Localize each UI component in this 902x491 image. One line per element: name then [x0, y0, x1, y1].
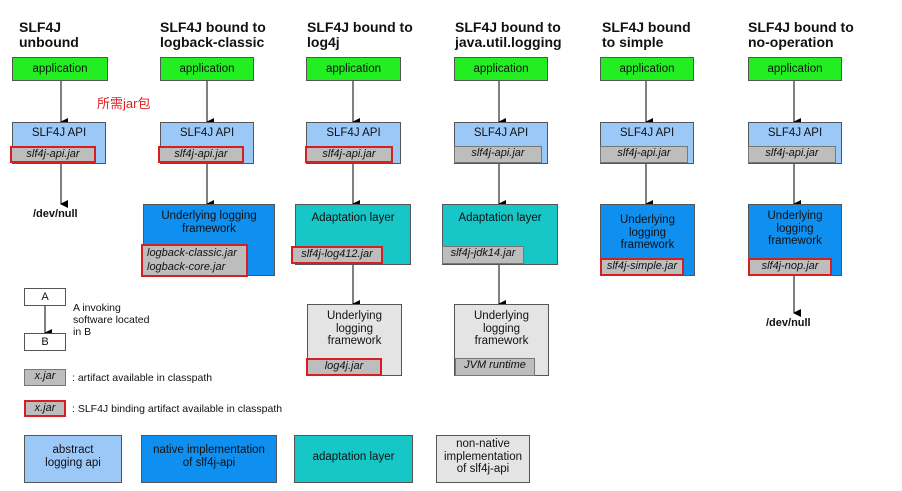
col6-slf4j-api-jar: slf4j-api.jar	[748, 146, 836, 163]
col3-slf4j-api-label: SLF4J API	[326, 127, 381, 139]
col2-slf4j-api-label: SLF4J API	[179, 127, 235, 139]
col3-underlying-framework-label: Underlying logging framework	[327, 310, 382, 347]
required-jars-annotation: 所需jar包	[97, 96, 151, 111]
col6-application-box: application	[748, 57, 842, 81]
col3-adaptation-layer-label: Adaptation layer	[311, 212, 395, 224]
col2-title: SLF4J bound to logback-classic	[160, 19, 266, 50]
col4-adaptation-layer-label: Adaptation layer	[458, 212, 542, 224]
col3-slf4j-api-jar: slf4j-api.jar	[305, 146, 393, 163]
col6-slf4j-api-label: SLF4J API	[767, 127, 823, 139]
col1-slf4j-api-label: SLF4J API	[31, 127, 87, 139]
col4-jvm-runtime: JVM runtime	[455, 358, 535, 376]
col4-application-box: application	[454, 57, 548, 81]
col4-underlying-framework-label: Underlying logging framework	[474, 310, 529, 347]
col5-title: SLF4J bound to simple	[602, 19, 691, 50]
col5-underlying-framework-label: Underlying logging framework	[620, 214, 675, 251]
legend-box-b: B	[24, 333, 66, 351]
col3-slf4j-log412-jar: slf4j-log412.jar	[291, 246, 383, 264]
col4-slf4j-api-label: SLF4J API	[473, 127, 529, 139]
col5-application-box: application	[600, 57, 694, 81]
col1-title: SLF4J unbound	[19, 19, 79, 50]
legend-jar-note: : artifact available in classpath	[72, 372, 213, 384]
legend-abstract-logging-api: abstract logging api	[24, 435, 122, 483]
col3-log4j-jar: log4j.jar	[306, 358, 382, 376]
legend-binding-jar-sample: x.jar	[24, 400, 66, 417]
col2-underlying-framework-label: Underlying logging framework	[161, 210, 257, 235]
col2-slf4j-api-jar: slf4j-api.jar	[158, 146, 244, 163]
legend-invoke-note: A invoking software located in B	[73, 302, 150, 338]
legend-binding-note: : SLF4J binding artifact available in cl…	[72, 403, 283, 415]
col6-underlying-framework-label: Underlying logging framework	[767, 210, 823, 247]
legend-jar-sample: x.jar	[24, 369, 66, 386]
legend-native-implementation: native implementation of slf4j-api	[141, 435, 277, 483]
legend-box-a: A	[24, 288, 66, 306]
col3-title: SLF4J bound to log4j	[307, 19, 413, 50]
col5-slf4j-api-jar: slf4j-api.jar	[600, 146, 688, 163]
col1-slf4j-api-jar: slf4j-api.jar	[10, 146, 96, 163]
col2-application-box: application	[160, 57, 254, 81]
col4-slf4j-jdk14-jar: slf4j-jdk14.jar	[442, 246, 524, 264]
col5-slf4j-api-label: SLF4J API	[619, 127, 675, 139]
col5-slf4j-simple-jar: slf4j-simple.jar	[600, 258, 684, 276]
col6-slf4j-nop-jar: slf4j-nop.jar	[748, 258, 832, 276]
col6-dev-null: /dev/null	[766, 317, 811, 329]
legend-adaptation-layer: adaptation layer	[294, 435, 413, 483]
col1-dev-null: /dev/null	[33, 208, 78, 220]
col6-title: SLF4J bound to no-operation	[748, 19, 854, 50]
col3-application-box: application	[306, 57, 401, 81]
col4-slf4j-api-jar: slf4j-api.jar	[454, 146, 542, 163]
legend-non-native-implementation: non-native implementation of slf4j-api	[436, 435, 530, 483]
col2-logback-jars: logback-classic.jar logback-core.jar	[141, 244, 248, 277]
col4-title: SLF4J bound to java.util.logging	[455, 19, 562, 50]
col1-application-box: application	[12, 57, 108, 81]
